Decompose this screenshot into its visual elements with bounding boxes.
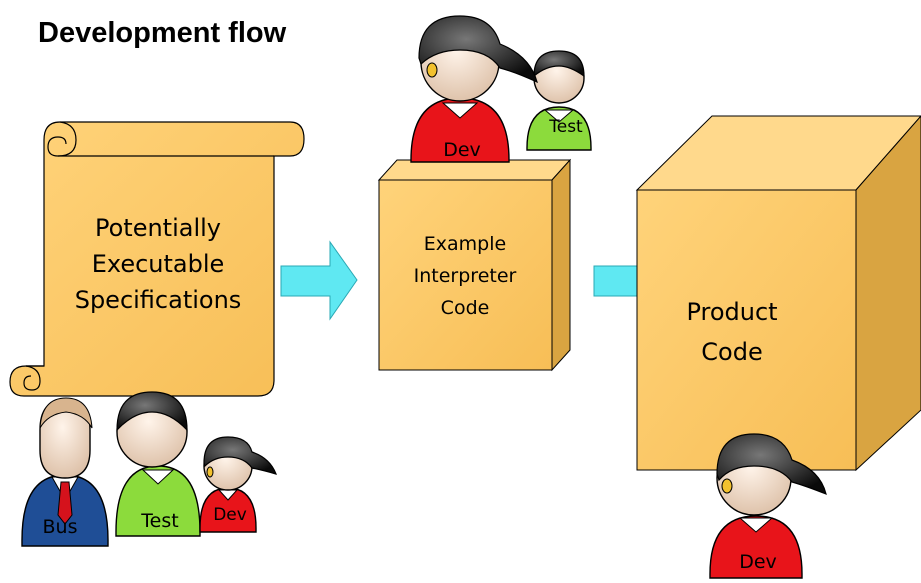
tester-figure-spec: Test [115,391,201,537]
flow-arrow-1 [280,240,358,321]
product-code-box: Product Code [635,115,921,472]
interpreter-test-tag: Test [548,117,583,137]
developer-figure-spec: Dev [199,436,277,533]
interpreter-dev-tag: Dev [443,139,481,161]
business-figure: Bus [21,397,109,547]
developer-figure-interpreter: Dev [410,15,538,163]
product-line-1: Product [686,298,777,326]
spec-line-3: Specifications [75,286,242,314]
interpreter-code-box: Example Interpreter Code [377,158,572,372]
interpreter-line-2: Interpreter [414,265,517,287]
spec-line-1: Potentially [95,214,221,242]
spec-dev-tag: Dev [213,505,247,525]
product-line-2: Code [701,338,762,366]
developer-figure-product: Dev [709,433,827,579]
spec-business-tag: Bus [43,516,78,538]
tester-figure-interpreter: Test [526,50,592,151]
product-dev-tag: Dev [739,551,777,573]
interpreter-line-1: Example [424,233,506,255]
spec-test-tag: Test [140,510,178,532]
spec-line-2: Executable [92,250,225,278]
page-title: Development flow [38,17,287,49]
specifications-scroll: Potentially Executable Specifications [9,121,305,397]
interpreter-line-3: Code [441,297,490,319]
